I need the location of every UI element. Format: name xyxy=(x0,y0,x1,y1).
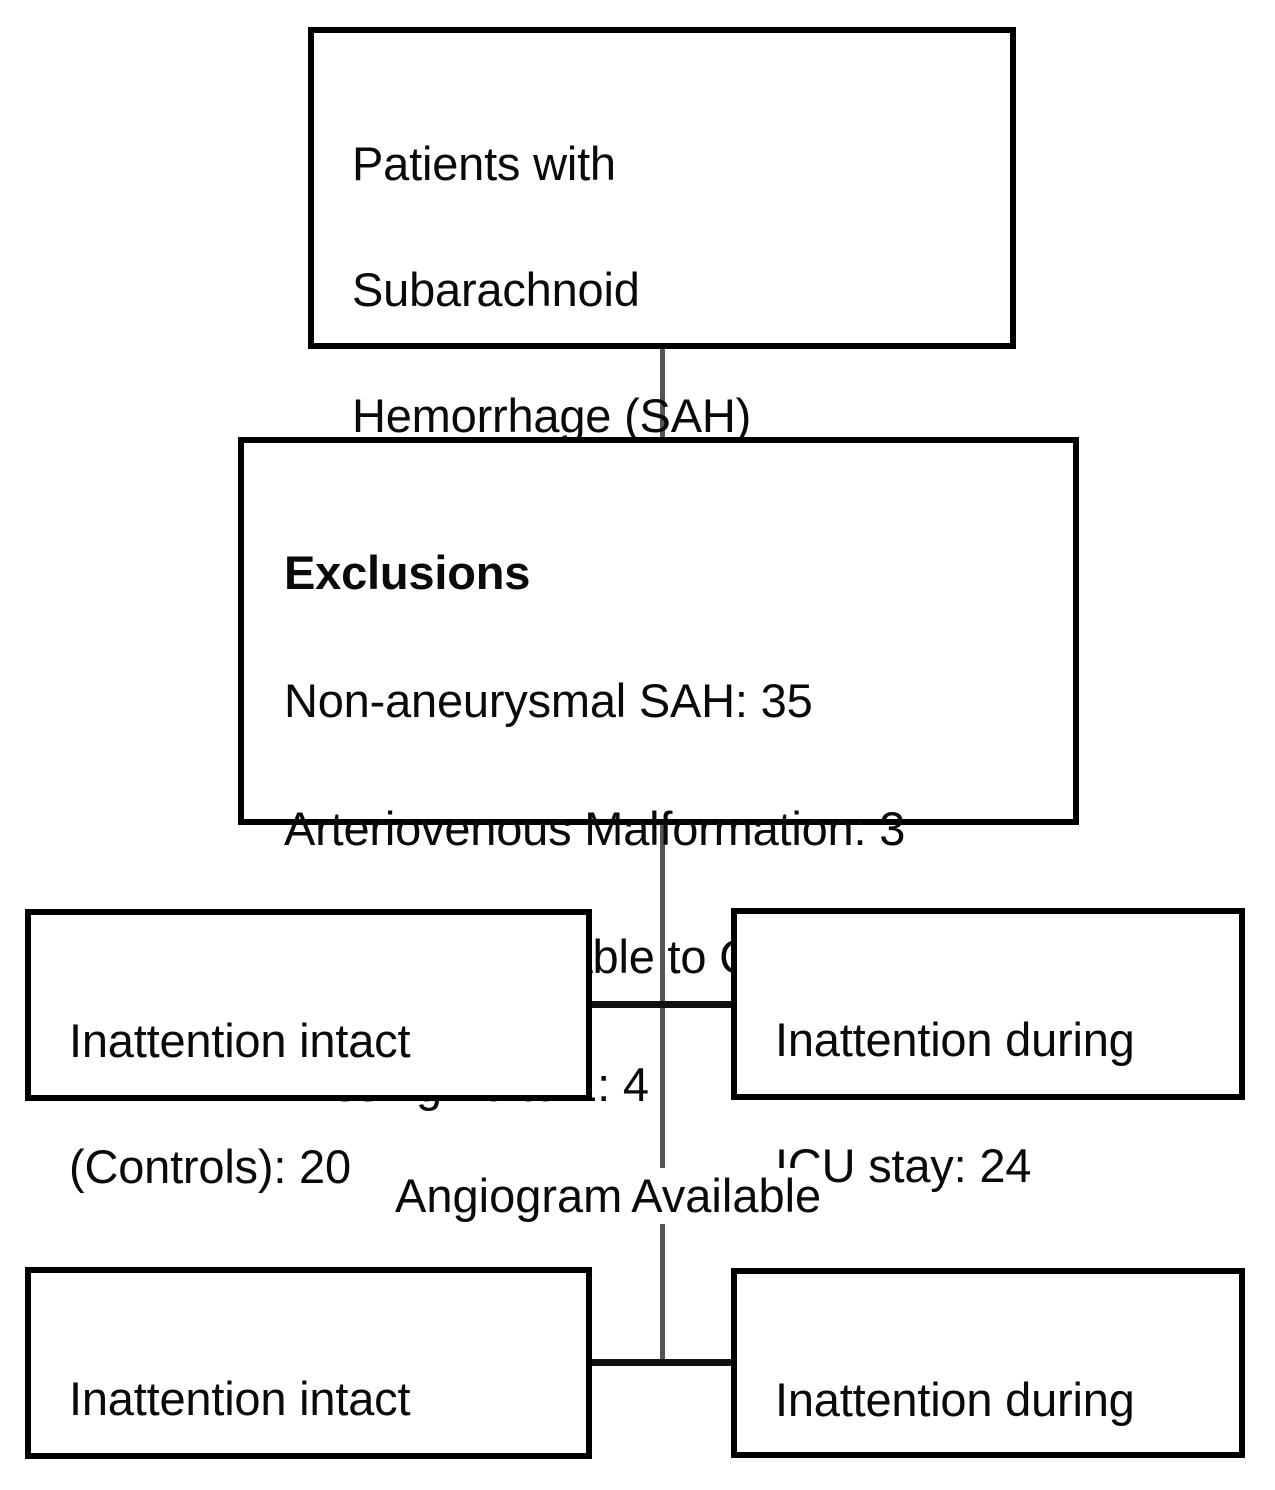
connector-exclusions-to-rows xyxy=(660,822,665,1366)
exclusions-item-1: Arteriovenous Malformation: 3 xyxy=(284,802,906,855)
connector-cohort-to-exclusions xyxy=(660,348,665,440)
controls-all-line-1: Inattention intact xyxy=(69,1014,411,1067)
cohort-line-3: Hemorrhage (SAH) xyxy=(352,389,752,442)
exclusions-item-0: Non-aneurysmal SAH: 35 xyxy=(284,674,813,727)
node-controls-angiogram-text: Inattention intact (Controls): 13 xyxy=(69,1304,570,1490)
node-cohort: Patients with Subarachnoid Hemorrhage (S… xyxy=(308,27,1016,568)
node-exclusions: Exclusions Non-aneurysmal SAH: 35 Arteri… xyxy=(238,437,1079,1111)
inattention-angiogram-line-1: Inattention during xyxy=(775,1373,1135,1426)
label-angiogram-right: Available xyxy=(631,1168,822,1224)
node-inattention-angiogram: Inattention during ICU stay: 23 xyxy=(731,1268,1245,1458)
node-inattention-all-text: Inattention during ICU stay: 24 xyxy=(775,945,1223,1260)
cohort-line-1: Patients with xyxy=(352,137,616,190)
exclusions-heading: Exclusions xyxy=(284,546,531,599)
node-inattention-all: Inattention during ICU stay: 24 xyxy=(731,908,1245,1192)
label-angiogram-left: Angiogram xyxy=(395,1168,623,1224)
inattention-all-line-1: Inattention during xyxy=(775,1013,1135,1066)
controls-all-line-2: (Controls): 20 xyxy=(69,1140,351,1193)
connector-row1-horizontal xyxy=(588,1001,736,1008)
node-inattention-angiogram-text: Inattention during ICU stay: 23 xyxy=(775,1305,1223,1490)
controls-angiogram-line-1: Inattention intact xyxy=(69,1372,411,1425)
cohort-line-2: Subarachnoid xyxy=(352,263,640,316)
inattention-all-line-2: ICU stay: 24 xyxy=(775,1139,1032,1192)
node-controls-angiogram: Inattention intact (Controls): 13 xyxy=(25,1267,592,1459)
node-controls-all: Inattention intact (Controls): 20 xyxy=(25,909,592,1193)
node-controls-all-text: Inattention intact (Controls): 20 xyxy=(69,946,570,1261)
connector-row2-horizontal xyxy=(588,1359,736,1366)
label-angiogram-available: Angiogram Available xyxy=(395,1168,822,1224)
